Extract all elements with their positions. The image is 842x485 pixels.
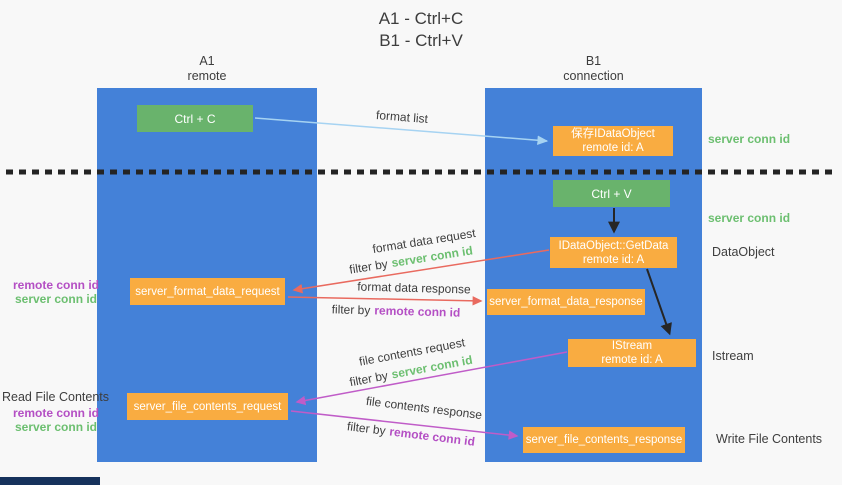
side-label-server-conn-id-left-bottom: server conn id — [14, 420, 98, 434]
lane-b1-title: B1 — [585, 54, 602, 68]
remote-conn-id-text-1: remote conn id — [374, 303, 461, 320]
side-label-write-file-contents: Write File Contents — [716, 432, 823, 446]
node-ctrl-v: Ctrl + V — [553, 180, 670, 207]
lane-a1-subtitle: remote — [187, 69, 227, 83]
arrow-format-data-response — [287, 296, 483, 306]
side-label-server-conn-id-left-top: server conn id — [14, 292, 98, 306]
node-server-format-data-response: server_format_data_response — [487, 289, 645, 315]
taskbar-strip — [0, 477, 100, 485]
title-line-1: A1 - Ctrl+C — [378, 9, 464, 28]
side-label-remote-conn-id-left-bottom: remote conn id — [12, 406, 99, 420]
node-ctrl-c-label: Ctrl + C — [174, 111, 216, 126]
node-istream-line2: remote id: A — [601, 354, 663, 366]
node-idataobject-getdata: IDataObject::GetData remote id: A — [550, 237, 677, 268]
left-conn-ids-top: remote conn id server conn id — [8, 278, 104, 306]
node-ctrl-c: Ctrl + C — [137, 105, 253, 132]
side-label-server-conn-id-right-mid: server conn id — [708, 211, 791, 225]
node-idataobject-getdata-line1: IDataObject::GetData — [558, 239, 669, 252]
node-server-file-contents-request-label: server_file_contents_request — [133, 400, 282, 413]
arrow-format-data-request — [292, 249, 550, 294]
node-server-format-data-request: server_format_data_request — [130, 278, 285, 305]
node-server-file-contents-response-label: server_file_contents_response — [525, 434, 683, 446]
arrow-file-contents-request — [295, 351, 568, 406]
arrow-format-list — [254, 117, 549, 146]
side-label-remote-conn-id-left-top: remote conn id — [12, 278, 99, 292]
node-ctrl-v-label: Ctrl + V — [591, 186, 632, 201]
node-server-file-contents-request: server_file_contents_request — [127, 393, 288, 420]
node-server-format-data-response-label: server_format_data_response — [489, 296, 643, 308]
lane-header-a1: A1 remote — [97, 54, 317, 84]
node-istream-line1: IStream — [611, 340, 653, 352]
node-server-file-contents-response: server_file_contents_response — [523, 427, 685, 453]
node-idataobject-getdata-line2: remote id: A — [582, 253, 645, 266]
lane-b1-subtitle: connection — [563, 69, 624, 83]
node-server-format-data-request-label: server_format_data_request — [135, 285, 280, 298]
filter-by-text-2: filter by — [331, 302, 371, 318]
lane-header-b1: B1 connection — [485, 54, 702, 84]
side-label-dataobject: DataObject — [712, 245, 775, 259]
title-line-2: B1 - Ctrl+V — [379, 31, 463, 50]
left-conn-ids-bottom: remote conn id server conn id — [8, 406, 104, 434]
node-istream: IStream remote id: A — [568, 339, 696, 367]
side-label-istream: Istream — [712, 349, 754, 363]
lane-a1-title: A1 — [199, 54, 215, 68]
edge-label-format-data-response: format data response — [357, 279, 471, 297]
node-save-idataobject-line2: remote id: A — [582, 142, 644, 154]
arrow-getdata-to-istream — [646, 268, 672, 336]
arrow-file-contents-response — [290, 410, 519, 440]
node-save-idataobject-line1: 保存IDataObject — [571, 128, 655, 140]
side-label-server-conn-id-right-top: server conn id — [708, 132, 791, 146]
node-save-idataobject: 保存IDataObject remote id: A — [553, 126, 673, 156]
diagram-title: A1 - Ctrl+C B1 - Ctrl+V — [0, 8, 842, 52]
side-label-read-file-contents: Read File Contents — [2, 390, 110, 404]
